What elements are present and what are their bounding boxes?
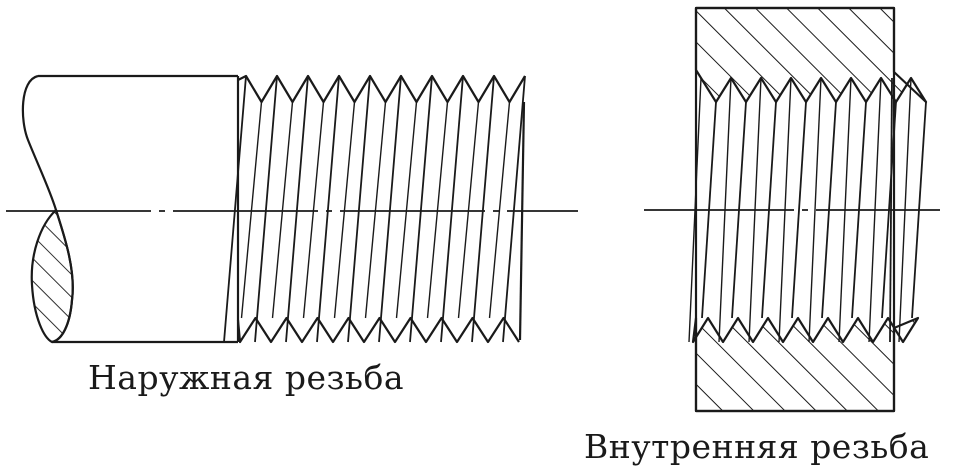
bolt-bottom-zigzag <box>236 316 520 344</box>
bolt-crest-line <box>502 75 526 343</box>
bolt-crest-line <box>409 75 433 343</box>
bolt-crest-line <box>316 75 340 343</box>
internal-thread-caption: Внутренняя резьба <box>584 427 930 466</box>
bolt-root-line <box>457 101 480 319</box>
bolt-crest-profile-top <box>237 74 526 104</box>
bolt-crest-line <box>254 75 278 343</box>
bolt-crest-line <box>378 75 402 343</box>
bolt-root-line <box>271 101 294 319</box>
bolt-root-line <box>364 101 387 319</box>
nut-root-line <box>791 101 807 319</box>
bolt-root-line <box>426 101 449 319</box>
bolt-root-line <box>302 101 325 319</box>
bolt-helix-lines <box>223 75 526 343</box>
bolt-root-line <box>240 101 263 319</box>
nut-crest-line <box>808 77 822 343</box>
bolt-root-line <box>333 101 356 319</box>
external-thread-figure <box>21 74 526 344</box>
section-lobe <box>30 208 74 344</box>
nut-bottom-section <box>691 316 920 413</box>
bolt-end-line <box>518 101 526 341</box>
bolt-crest-line <box>471 75 495 343</box>
bolt-root-line <box>395 101 418 319</box>
bolt-crest-line <box>347 75 371 343</box>
bolt-top-zigzag <box>237 74 526 104</box>
bolt-crest-profile-bottom <box>236 316 520 344</box>
bolt-crest-line <box>440 75 464 343</box>
external-thread-caption: Наружная резьба <box>88 358 404 397</box>
bolt-root-line <box>488 101 511 319</box>
bolt-crest-line <box>285 75 309 343</box>
bolt-crest-line <box>223 75 247 343</box>
